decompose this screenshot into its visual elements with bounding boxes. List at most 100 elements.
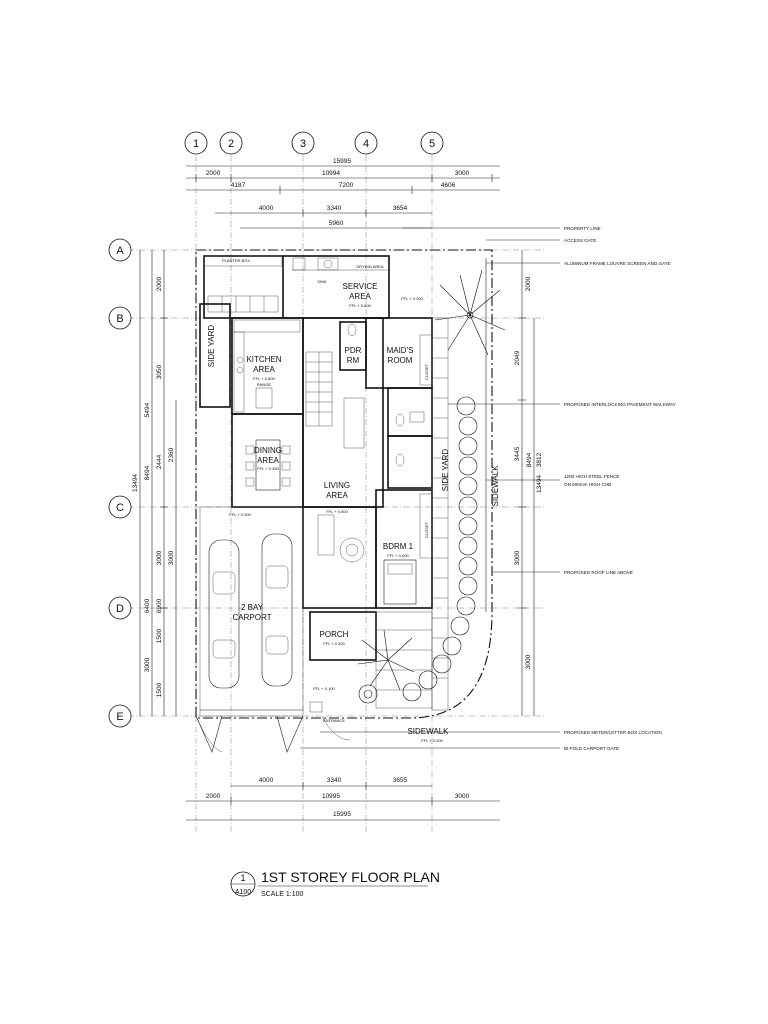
dim-left-mid2-a: 2360 [168,447,175,462]
kitchen-label-2: AREA [253,365,275,374]
dim-right-out-b: 13494 [536,475,543,493]
room-labels: SERVICE AREA FFL + 0.600 KITCHEN AREA FF… [207,258,500,743]
living-label-2: AREA [326,491,348,500]
grid-bubble-col-1: 1 [184,131,208,155]
svg-text:C: C [116,502,124,514]
grid-bubble-col-4: 4 [354,131,378,155]
kitchen-counter [233,319,301,413]
palm-tree-bottom [357,629,415,704]
dining-table [245,439,291,491]
ffl-carport: FFL + 0.300 [229,512,251,517]
dim-bottom-r1-c: 3655 [393,777,408,784]
dim-right-in-a: 2000 [525,276,532,291]
side-yard-left-label: SIDE YARD [207,325,216,368]
dining-label-1: DINING [254,446,282,455]
dim-left-in-e: 1500 [156,628,163,643]
dim-left-in-d: 3000 [156,550,163,565]
closet-label-1: CLOSET [424,363,429,380]
grid-bubble-col-5: 5 [420,131,444,155]
svg-text:B: B [116,313,123,325]
dim-top-r3-b: 3340 [327,205,342,212]
svg-text:1: 1 [193,138,199,150]
dim-left-in-a: 2000 [156,276,163,291]
svg-text:5: 5 [429,138,435,150]
grid-bubble-row-d: D [108,596,132,620]
maids-label-2: ROOM [388,356,413,365]
carport-label-2: CARPORT [233,613,272,622]
ffl-porch: FFL + 0.300 [323,641,345,646]
dim-left-in-b: 3050 [156,364,163,379]
entrance-label: ENTRANCE [323,718,345,723]
drawing-scale: SCALE 1:100 [261,891,304,898]
car-left [208,539,240,689]
title-number: 1 [240,873,245,883]
bi-fold-gate [195,715,304,753]
service-label-2: AREA [349,292,371,301]
drying-area-label: DRYING AREA [356,264,384,269]
grid-bubble-row-c: C [108,495,132,519]
dim-top-r3-c: 3654 [393,205,408,212]
ffl-sidewalk: FFL + 0.000 [421,738,443,743]
callout-property-line: PROPERTY LINE [564,226,601,231]
dim-top-r3-a: 4000 [259,205,274,212]
dim-right-out-a: 8494 [526,452,533,467]
living-label-1: LIVING [324,481,350,490]
dim-left-mid2-e: 3000 [144,657,151,672]
walkway-tiles [207,295,448,691]
maids-label-1: MAID'S [387,346,414,355]
stair-treads [305,351,333,427]
dim-top-r2-a: 4187 [231,182,246,189]
dimensions-bottom: 4000 3340 3655 2000 10995 3000 15995 [186,777,500,821]
building-walls [199,255,449,717]
dimensions-right: 2000 2049 3445 3000 3000 8494 13494 3812 [514,250,543,716]
dim-bottom-total: 15995 [333,811,351,818]
sink-label: SINK [317,279,327,284]
dim-bottom-r2-a: 2000 [206,793,221,800]
carport-label-1: 2 BAY [241,603,264,612]
dim-bottom-r1-b: 3340 [327,777,342,784]
closet-label-2: CLOSET [424,521,429,538]
sidewalk-right-label: SIDEWALK [491,465,500,507]
toilet-fixtures [347,323,425,467]
dim-left-mid1-b: 8494 [144,465,151,480]
dining-label-2: AREA [257,456,279,465]
dim-top-r2-b: 7200 [339,182,354,189]
dim-left-mid2-b: 3000 [168,550,175,565]
service-fixtures [292,257,339,271]
ffl-dining: FFL + 0.450 [257,466,279,471]
dim-left-in-c: 2444 [156,454,163,469]
callouts: PROPERTY LINE ACCESS GATE ALUMINUM FRAME… [300,226,676,751]
dim-right-out-c: 3812 [536,452,543,467]
dim-right-in-b: 2049 [514,350,521,365]
grid-bubble-row-e: E [108,704,132,728]
palm-tree-top [434,269,506,356]
callout-louvre: ALUMINUM FRAME LOUVRE SCREEN AND GATE [564,261,671,266]
bedroom-bed [383,559,417,605]
dim-right-in-d: 3000 [514,550,521,565]
planter-box-label: PLANTER BOX [222,258,250,263]
shrub-row [402,396,478,702]
dim-top-r4: 5960 [329,220,344,227]
dim-top-r1-b: 10994 [322,170,340,177]
dim-left-mid2-d: 6900 [156,598,163,613]
side-yard-right-label: SIDE YARD [441,449,450,492]
callout-access-gate: ACCESS GATE [564,238,596,243]
service-label-1: SERVICE [343,282,378,291]
svg-text:4: 4 [363,138,369,150]
title-sheet: A100 [235,889,251,896]
property-line [195,249,493,719]
grid-bubble-row-a: A [108,238,132,262]
callout-meter: PROPOSED METER/LETTER BOX LOCATION [564,730,662,735]
svg-text:2: 2 [228,138,234,150]
dim-right-in-e: 3000 [525,654,532,669]
ffl-entry: FFL + 0.100 [313,686,335,691]
dim-bottom-r2-b: 10995 [322,793,340,800]
ffl-service: FFL + 0.600 [349,303,371,308]
drawing-title: 1ST STOREY FLOOR PLAN [261,869,440,885]
dim-top-r1-c: 3000 [455,170,470,177]
porch-label: PORCH [320,630,349,639]
bdrm-label: BDRM 1 [383,542,414,551]
svg-text:D: D [116,603,124,615]
dim-left-mid1-a: 5494 [144,402,151,417]
